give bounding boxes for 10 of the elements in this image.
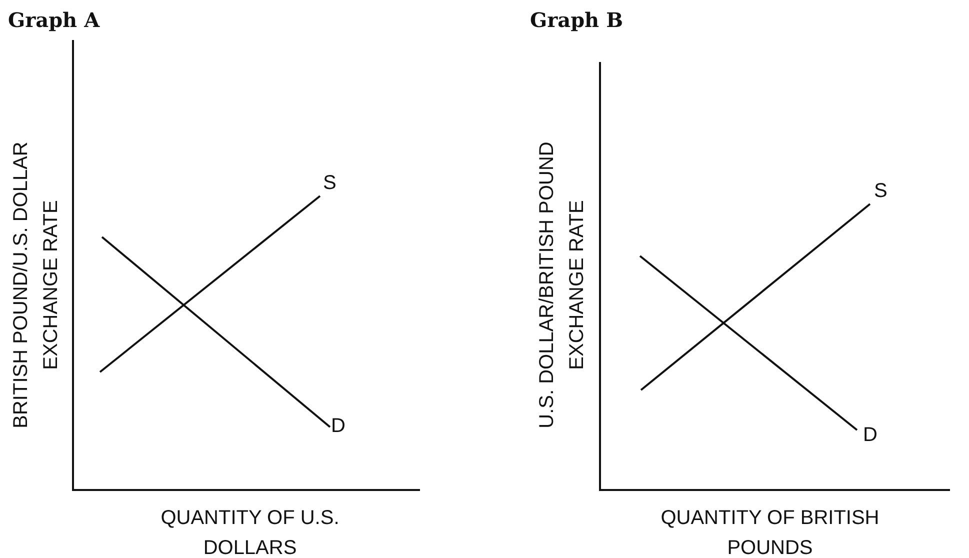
x-axis-label: QUANTITY OF U.S. DOLLARS bbox=[160, 506, 340, 558]
graph-title: Graph B bbox=[530, 8, 623, 32]
curve-label: D bbox=[863, 424, 878, 447]
curve-label: S bbox=[323, 172, 336, 195]
curve-label: D bbox=[331, 415, 346, 438]
curve-label: S bbox=[874, 180, 888, 203]
graph-title: Graph A bbox=[8, 8, 100, 32]
y-axis-label: BRITISH POUND/U.S. DOLLAR EXCHANGE RATE bbox=[9, 140, 63, 430]
x-axis-label: QUANTITY OF BRITISH POUNDS bbox=[660, 506, 880, 558]
y-axis-label: U.S. DOLLAR/BRITISH POUND EXCHANGE RATE bbox=[535, 140, 589, 430]
